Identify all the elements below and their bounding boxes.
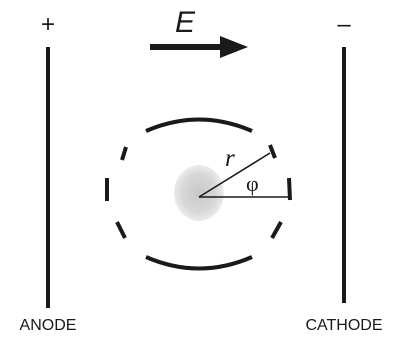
particle-core [174,165,224,221]
double-layer-dash-right-3 [270,221,283,239]
double-layer-dash-left-1 [120,146,128,161]
radius-label: r [225,145,235,172]
double-layer-arc-top [145,117,253,133]
field-label: E [175,6,196,39]
cathode-label: CATHODE [305,317,382,334]
double-layer-dash-left-3 [115,221,127,239]
cathode-sign: – [337,11,351,38]
anode-label: ANODE [20,317,77,334]
anode-sign: + [41,11,55,38]
double-layer-arc-bottom [145,255,253,271]
field-arrow-head [220,36,248,58]
radius-line [198,152,271,198]
double-layer-dash-right-1 [268,144,277,159]
angle-label: φ [246,171,259,196]
double-layer-dash-right-2 [287,177,292,201]
